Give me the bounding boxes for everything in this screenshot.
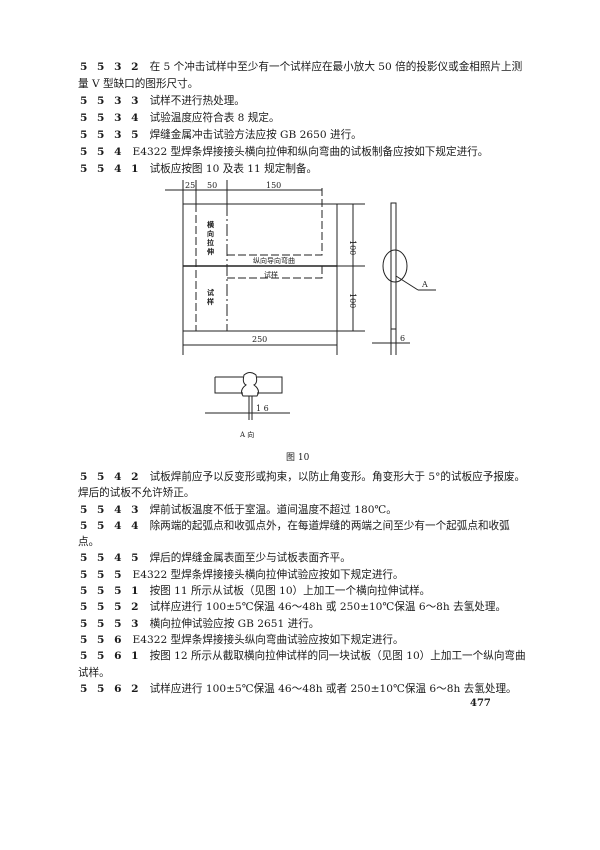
page-number: 477: [470, 698, 491, 709]
clause-line: 5 5 4 3 焊前试板温度不低于室温。道间温度不超过 180℃。: [80, 502, 480, 518]
clause-line: 5 5 3 5 焊缝金属冲击试验方法应按 GB 2650 进行。: [80, 127, 480, 144]
clause-text: 横向拉伸试验应按 GB 2651 进行。: [149, 617, 320, 630]
clause-number: 5 5 4 2: [80, 471, 142, 483]
clauses-top: 5 5 3 2 在 5 个冲击试样中至少有一个试样应在最小放大 50 倍的投影仪或…: [78, 59, 522, 178]
side-view-plate: [390, 202, 397, 330]
clause-text: 按图 12 所示从截取横向拉伸试样的同一块试板（见图 10）上加工一个纵向弯曲: [149, 650, 526, 663]
clause-line: 5 5 5 3 横向拉伸试验应按 GB 2651 进行。: [80, 616, 480, 632]
figure-10-drawing: 25 50 150 100 100 250 6 1 6 纵向导向弯曲 试样 A …: [165, 180, 436, 463]
clause-number: 5 5 5 3: [80, 617, 142, 630]
clause-line: 5 5 4 1 试板应按图 10 及表 11 规定制备。: [80, 161, 480, 178]
detail-weld: [241, 372, 259, 397]
clause-line: 5 5 5 2 试样应进行 100±5℃保温 46～48h 或 250±10℃保温…: [80, 599, 506, 615]
clause-text: 试样应进行 100±5℃保温 46～48h 或 250±10℃保温 6～8h 去…: [149, 601, 507, 614]
clause-number: 5 5 4 4: [80, 519, 142, 532]
clause-number: 5 5 6 2: [80, 682, 142, 695]
detail-plates: [214, 376, 283, 394]
clause-line: 5 5 6 E4322 型焊条焊接接头纵向弯曲试验应按如下规定进行。: [80, 632, 480, 648]
clause-text: 试样不进行热处理。: [149, 95, 245, 107]
clause-text: 焊后的焊缝金属表面至少与试板表面齐平。: [149, 552, 351, 565]
clause-text: 点。: [78, 536, 100, 549]
clause-number: 5 5 5 2: [80, 601, 142, 614]
clause-text: 试板焊前应予以反变形或拘束，以防止角变形。角变形大于 5°的试板应予报废。: [149, 471, 526, 483]
clause-line: 点。: [78, 534, 480, 550]
label-view-a: A 向: [239, 430, 254, 439]
clause-number: 5 5 6: [80, 633, 125, 646]
dim-16: 1 6: [256, 404, 269, 413]
clause-line: 试样。: [78, 665, 480, 681]
dim-100-bottom: 100: [348, 293, 357, 308]
clause-number: 5 5 6 1: [80, 650, 142, 663]
test-plate-outline: [182, 203, 338, 332]
clause-line: 5 5 3 3 试样不进行热处理。: [80, 93, 480, 110]
clause-number: 5 5 3 4: [80, 112, 142, 124]
clause-text: E4322 型焊条焊接接头横向拉伸和纵向弯曲的试板制备应按如下规定进行。: [132, 146, 489, 158]
clause-text: 在 5 个冲击试样中至少有一个试样应在最小放大 50 倍的投影仪或金相照片上测: [149, 61, 523, 73]
dim-250: 250: [252, 335, 267, 344]
clause-text: 焊后的试板不允许矫正。: [78, 487, 195, 500]
clause-number: 5 5 3 3: [80, 95, 142, 107]
dim-150: 150: [266, 181, 281, 190]
bend-specimen-outline: [227, 186, 323, 279]
clause-line: 5 5 6 2 试样应进行 100±5℃保温 46～48h 或者 250±10℃保…: [80, 681, 517, 697]
clause-number: 5 5 5 1: [80, 585, 142, 598]
clause-text: 焊缝金属冲击试验方法应按 GB 2650 进行。: [149, 129, 362, 141]
clause-text: 按图 11 所示从试板（见图 10）上加工一个横向拉伸试样。: [149, 585, 431, 598]
clause-text: 试板应按图 10 及表 11 规定制备。: [149, 163, 318, 175]
clause-text: E4322 型焊条焊接接头纵向弯曲试验应按如下规定进行。: [132, 633, 404, 646]
clause-line: 5 5 3 4 试验温度应符合表 8 规定。: [80, 110, 480, 127]
figure-caption: 图 10: [286, 452, 310, 463]
clause-number: 5 5 4 5: [80, 552, 142, 565]
dim-25: 25: [185, 181, 195, 190]
clause-line: 5 5 4 2 试板焊前应予以反变形或拘束，以防止角变形。角变形大于 5°的试板应…: [80, 469, 525, 485]
label-bend-specimen: 试样: [264, 270, 278, 279]
clause-line: 5 5 5 1 按图 11 所示从试板（见图 10）上加工一个横向拉伸试样。: [80, 583, 480, 599]
clause-line: 量 V 型缺口的图形尺寸。: [78, 76, 480, 93]
clause-number: 5 5 3 5: [80, 129, 142, 141]
clause-text: E4322 型焊条焊接接头横向拉伸试验应按如下规定进行。: [132, 568, 404, 581]
clause-number: 5 5 3 2: [80, 61, 142, 73]
clause-line: 5 5 5 E4322 型焊条焊接接头横向拉伸试验应按如下规定进行。: [80, 567, 480, 583]
dim-6: 6: [400, 334, 405, 343]
detail-circle: [382, 249, 408, 283]
clause-line: 5 5 6 1 按图 12 所示从截取横向拉伸试样的同一块试板（见图 10）上加工…: [80, 648, 526, 664]
clauses-bottom: 5 5 4 2 试板焊前应予以反变形或拘束，以防止角变形。角变形大于 5°的试板应…: [78, 469, 526, 697]
clause-line: 5 5 3 2 在 5 个冲击试样中至少有一个试样应在最小放大 50 倍的投影仪或…: [80, 59, 522, 76]
clause-number: 5 5 4 1: [80, 163, 142, 175]
dim-50: 50: [207, 181, 217, 190]
label-detail-a: A: [421, 280, 428, 289]
clause-text: 试样应进行 100±5℃保温 46～48h 或者 250±10℃保温 6～8h …: [149, 682, 517, 695]
clause-number: 5 5 4 3: [80, 503, 142, 516]
clause-text: 除两端的起弧点和收弧点外，在每道焊缝的两端之间至少有一个起弧点和收弧: [149, 519, 510, 532]
dim-100-top: 100: [348, 240, 357, 255]
clause-number: 5 5 5: [80, 568, 125, 581]
clause-text: 量 V 型缺口的图形尺寸。: [78, 78, 199, 90]
clause-line: 5 5 4 5 焊后的焊缝金属表面至少与试板表面齐平。: [80, 550, 480, 566]
label-tensile-specimen: 试样: [207, 288, 214, 306]
clause-line: 5 5 4 4 除两端的起弧点和收弧点外，在每道焊缝的两端之间至少有一个起弧点和收…: [80, 518, 510, 534]
clause-number: 5 5 4: [80, 146, 125, 158]
clause-line: 5 5 4 E4322 型焊条焊接接头横向拉伸和纵向弯曲的试板制备应按如下规定进行…: [80, 144, 488, 161]
clause-text: 试样。: [78, 666, 110, 679]
clause-line: 焊后的试板不允许矫正。: [78, 485, 480, 501]
label-longitudinal-bend: 纵向导向弯曲: [253, 256, 295, 265]
label-transverse-tensile: 横向拉伸: [207, 220, 214, 256]
clause-text: 试验温度应符合表 8 规定。: [149, 112, 280, 124]
clause-text: 焊前试板温度不低于室温。道间温度不超过 180℃。: [149, 503, 397, 516]
